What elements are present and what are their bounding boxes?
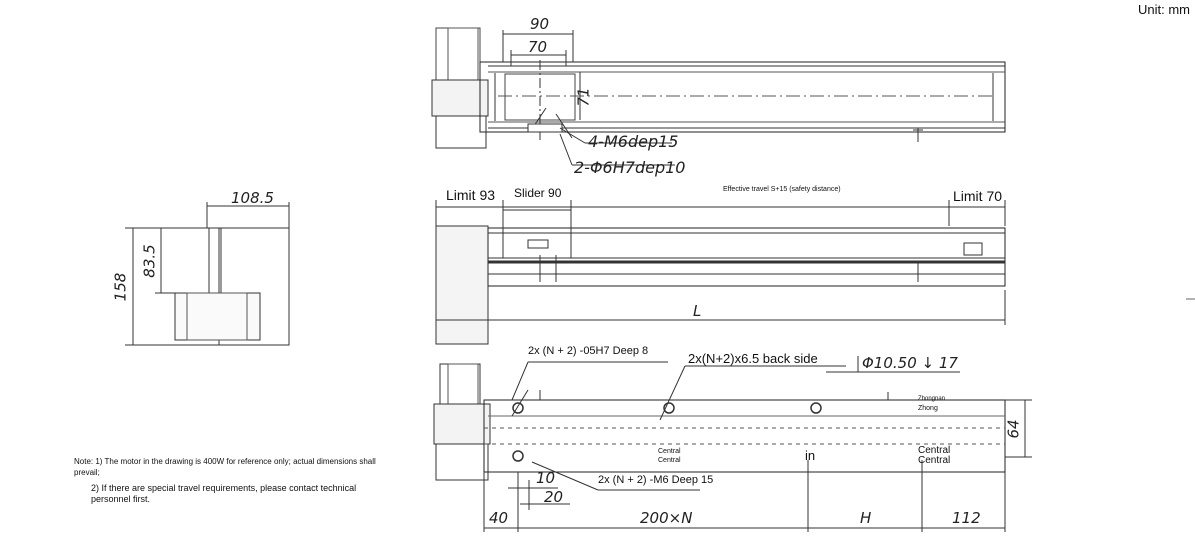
callout-m6-holes: 4-M6dep15 xyxy=(588,132,679,151)
limit-right-label: Limit 70 xyxy=(953,188,1003,204)
label-in: in xyxy=(805,448,816,463)
dim-90: 90 xyxy=(530,15,550,33)
middle-view-module xyxy=(435,200,1006,345)
callout-m6-bottom: 2x (N + 2) -M6 Deep 15 xyxy=(598,474,714,486)
slider-label: Slider 90 xyxy=(514,186,562,200)
label-zhong: Zhong xyxy=(918,405,938,412)
dim-70: 70 xyxy=(528,38,548,56)
label-central-2: Central xyxy=(658,457,681,464)
callout-back-side: 2x(N+2)x6.5 back side xyxy=(688,351,818,366)
dim-40: 40 xyxy=(489,509,509,527)
dim-20: 20 xyxy=(544,488,564,506)
label-central-3: Central xyxy=(918,445,951,456)
label-central-1: Central xyxy=(658,448,681,455)
label-central-4: Central xyxy=(918,455,951,466)
dim-83-5: 83.5 xyxy=(140,244,159,278)
unit-label: Unit: mm xyxy=(1138,2,1190,17)
top-view-module xyxy=(431,27,1006,166)
callout-h7-holes: 2x (N + 2) -05H7 Deep 8 xyxy=(528,345,649,357)
side-view-module xyxy=(125,202,290,346)
note-1: Note: 1) The motor in the drawing is 400… xyxy=(74,457,376,477)
dim-H: H xyxy=(860,509,872,527)
callout-counterbore: Φ10.50 ↓ 17 xyxy=(862,354,958,372)
bottom-view-module xyxy=(433,356,1032,532)
dim-158: 158 xyxy=(111,272,130,302)
dim-71: 71 xyxy=(574,87,593,107)
label-zhongnan: Zhongnan xyxy=(918,396,946,402)
dim-200xN: 200×N xyxy=(640,509,693,527)
dim-108-5: 108.5 xyxy=(231,189,274,207)
dim-112: 112 xyxy=(952,509,981,527)
effective-travel-label: Effective travel S+15 (safety distance) xyxy=(723,186,841,193)
limit-left-label: Limit 93 xyxy=(446,187,496,203)
callout-pin-holes: 2-Φ6H7dep10 xyxy=(574,158,686,177)
dim-L: L xyxy=(693,302,702,320)
note-2: 2) If there are special travel requireme… xyxy=(91,483,357,504)
dim-10: 10 xyxy=(536,469,556,487)
dim-64: 64 xyxy=(1004,419,1023,439)
